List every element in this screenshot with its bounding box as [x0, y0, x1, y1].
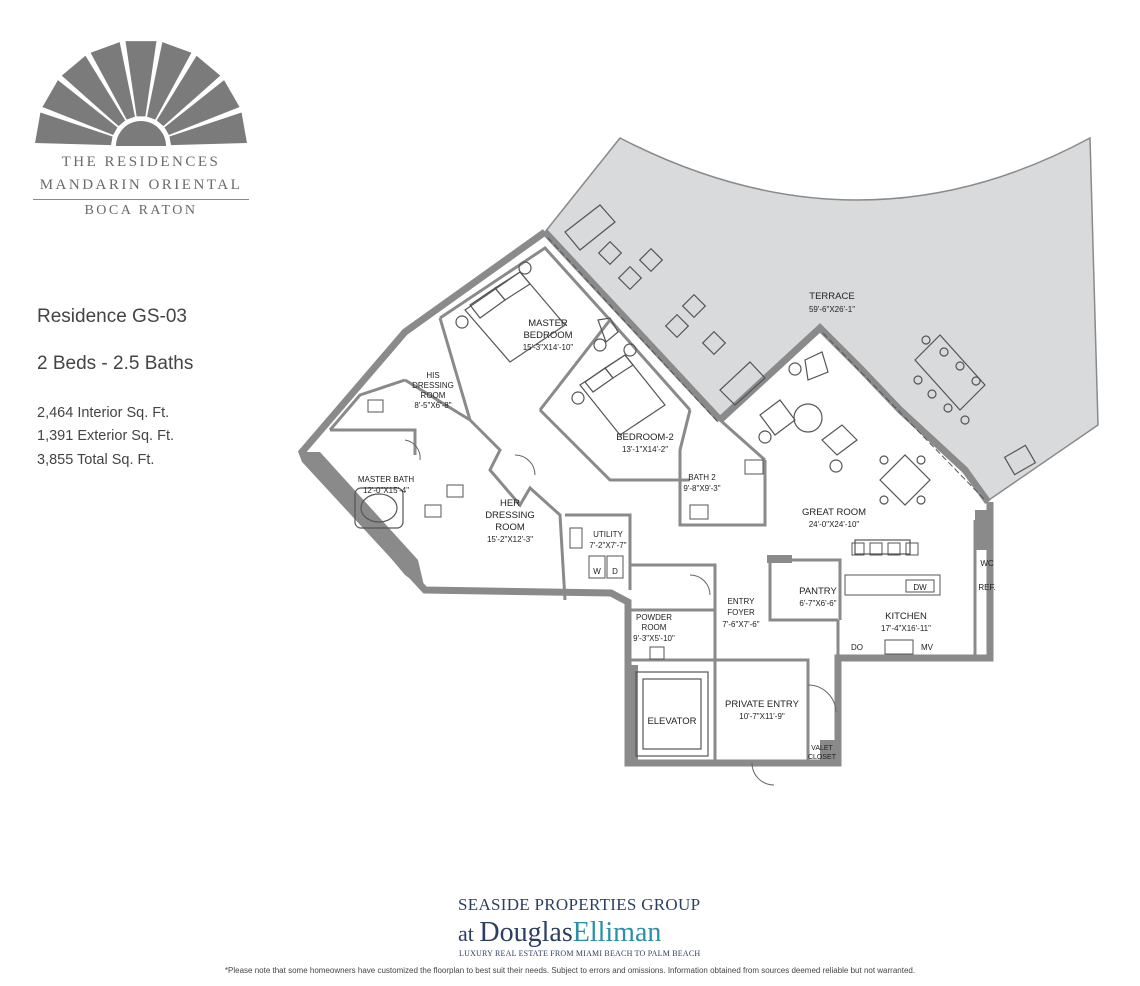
his-dressing-label-3: ROOM — [421, 391, 446, 400]
fan-blade — [125, 41, 157, 117]
bath2-dim: 9'-8"X9'-3" — [683, 484, 720, 493]
bedroom2-dim: 13'-1"X14'-2" — [622, 445, 668, 454]
pantry-dim: 6'-7"X6'-6" — [799, 599, 836, 608]
brand-divider — [33, 199, 249, 200]
powder-room-label-1: POWDER — [636, 613, 672, 622]
total-sqft: 3,855 Total Sq. Ft. — [37, 452, 155, 468]
his-dressing-dim: 8'-5"X6'-8" — [414, 401, 451, 410]
pantry-label: PANTRY — [799, 586, 837, 597]
her-dressing-label-3: ROOM — [495, 522, 525, 533]
elevator-icon — [635, 671, 709, 757]
washer-label: W — [593, 567, 601, 576]
bath2-label: BATH 2 — [688, 473, 716, 482]
her-dressing-label-2: DRESSING — [485, 510, 535, 521]
bathtub-icon — [354, 487, 404, 529]
fan-blade — [42, 80, 118, 135]
entry-foyer-dim: 7'-6"X7'-6" — [722, 620, 759, 629]
residence-name: Residence GS-03 — [37, 306, 187, 327]
living-furniture-icon — [758, 351, 911, 555]
valet-closet-label-2: CLOSET — [808, 754, 837, 761]
private-entry-dim: 10'-7"X11'-9" — [739, 712, 785, 721]
fan-blade — [147, 42, 192, 120]
kitchen-dim: 17'-4"X16'-11" — [881, 624, 931, 633]
valet-closet-label-1: VALET — [811, 745, 833, 752]
elevator-label: ELEVATOR — [647, 716, 696, 727]
entry-foyer-label-1: ENTRY — [728, 597, 756, 606]
brand-line-2: MANDARIN ORIENTAL — [39, 177, 243, 193]
her-dressing-label-1: HER — [500, 498, 520, 509]
dishwasher-label: DW — [913, 583, 927, 592]
utility-dim: 7'-2"X7'-7" — [589, 541, 626, 550]
wine-cooler-label: WC — [980, 559, 994, 568]
exterior-sqft: 1,391 Exterior Sq. Ft. — [37, 428, 175, 444]
bedroom2-label: BEDROOM-2 — [616, 432, 674, 443]
master-bath-dim: 12'-0"X15'-4" — [363, 486, 409, 495]
master-bedroom-label-2: BEDROOM — [523, 330, 572, 341]
elliman-text: Elliman — [572, 917, 662, 948]
disclaimer: *Please note that some homeowners have c… — [224, 966, 916, 975]
douglas-text: Douglas — [479, 917, 573, 948]
terrace-dim: 59'-6"X26'-1" — [809, 305, 855, 314]
her-dressing-dim: 15'-2"X12'-3" — [487, 535, 533, 544]
his-dressing-label-2: DRESSING — [412, 381, 454, 390]
fan-logo-icon — [35, 41, 247, 146]
powder-room-label-2: ROOM — [642, 623, 667, 632]
fan-blade — [35, 112, 113, 146]
refrigerator-label: REF. — [978, 583, 995, 592]
master-bath-label: MASTER BATH — [358, 475, 415, 484]
his-dressing-label-1: HIS — [426, 371, 439, 380]
interior-sqft: 2,464 Interior Sq. Ft. — [37, 405, 170, 421]
fan-blade — [164, 80, 240, 135]
terrace-furniture-icon — [564, 204, 1037, 506]
bedroom2-bed-icon — [571, 343, 666, 436]
exterior-walls — [297, 229, 994, 767]
group-name: SEASIDE PROPERTIES GROUP — [458, 895, 701, 914]
kitchen-label: KITCHEN — [885, 611, 927, 622]
dryer-label: D — [612, 567, 618, 576]
double-oven-label: DO — [851, 643, 863, 652]
beds-baths: 2 Beds - 2.5 Baths — [37, 353, 194, 374]
master-bedroom-dim: 15'-3"X14'-10" — [523, 343, 574, 352]
great-room-dim: 24'-0"X24'-10" — [809, 520, 860, 529]
entry-foyer-label-2: FOYER — [727, 608, 755, 617]
powder-room-dim: 9'-3"X5'-10" — [633, 634, 675, 643]
master-bed-icon — [455, 261, 566, 363]
brand-line-3: BOCA RATON — [84, 203, 198, 218]
utility-label: UTILITY — [593, 530, 623, 539]
private-entry-label: PRIVATE ENTRY — [725, 699, 800, 710]
terrace-label: TERRACE — [809, 291, 854, 302]
great-room-label: GREAT ROOM — [802, 507, 866, 518]
fan-blade — [61, 55, 126, 127]
master-bedroom-label-1: MASTER — [528, 318, 568, 329]
elliman-logo: at DouglasElliman — [458, 917, 661, 949]
tagline: LUXURY REAL ESTATE FROM MIAMI BEACH TO P… — [459, 949, 701, 958]
fan-blade — [169, 112, 247, 146]
brand-line-1: THE RESIDENCES — [61, 154, 221, 170]
fan-blade — [90, 42, 135, 120]
microwave-label: MV — [921, 643, 934, 652]
at-text: at — [458, 921, 474, 946]
fan-blade — [156, 55, 221, 127]
